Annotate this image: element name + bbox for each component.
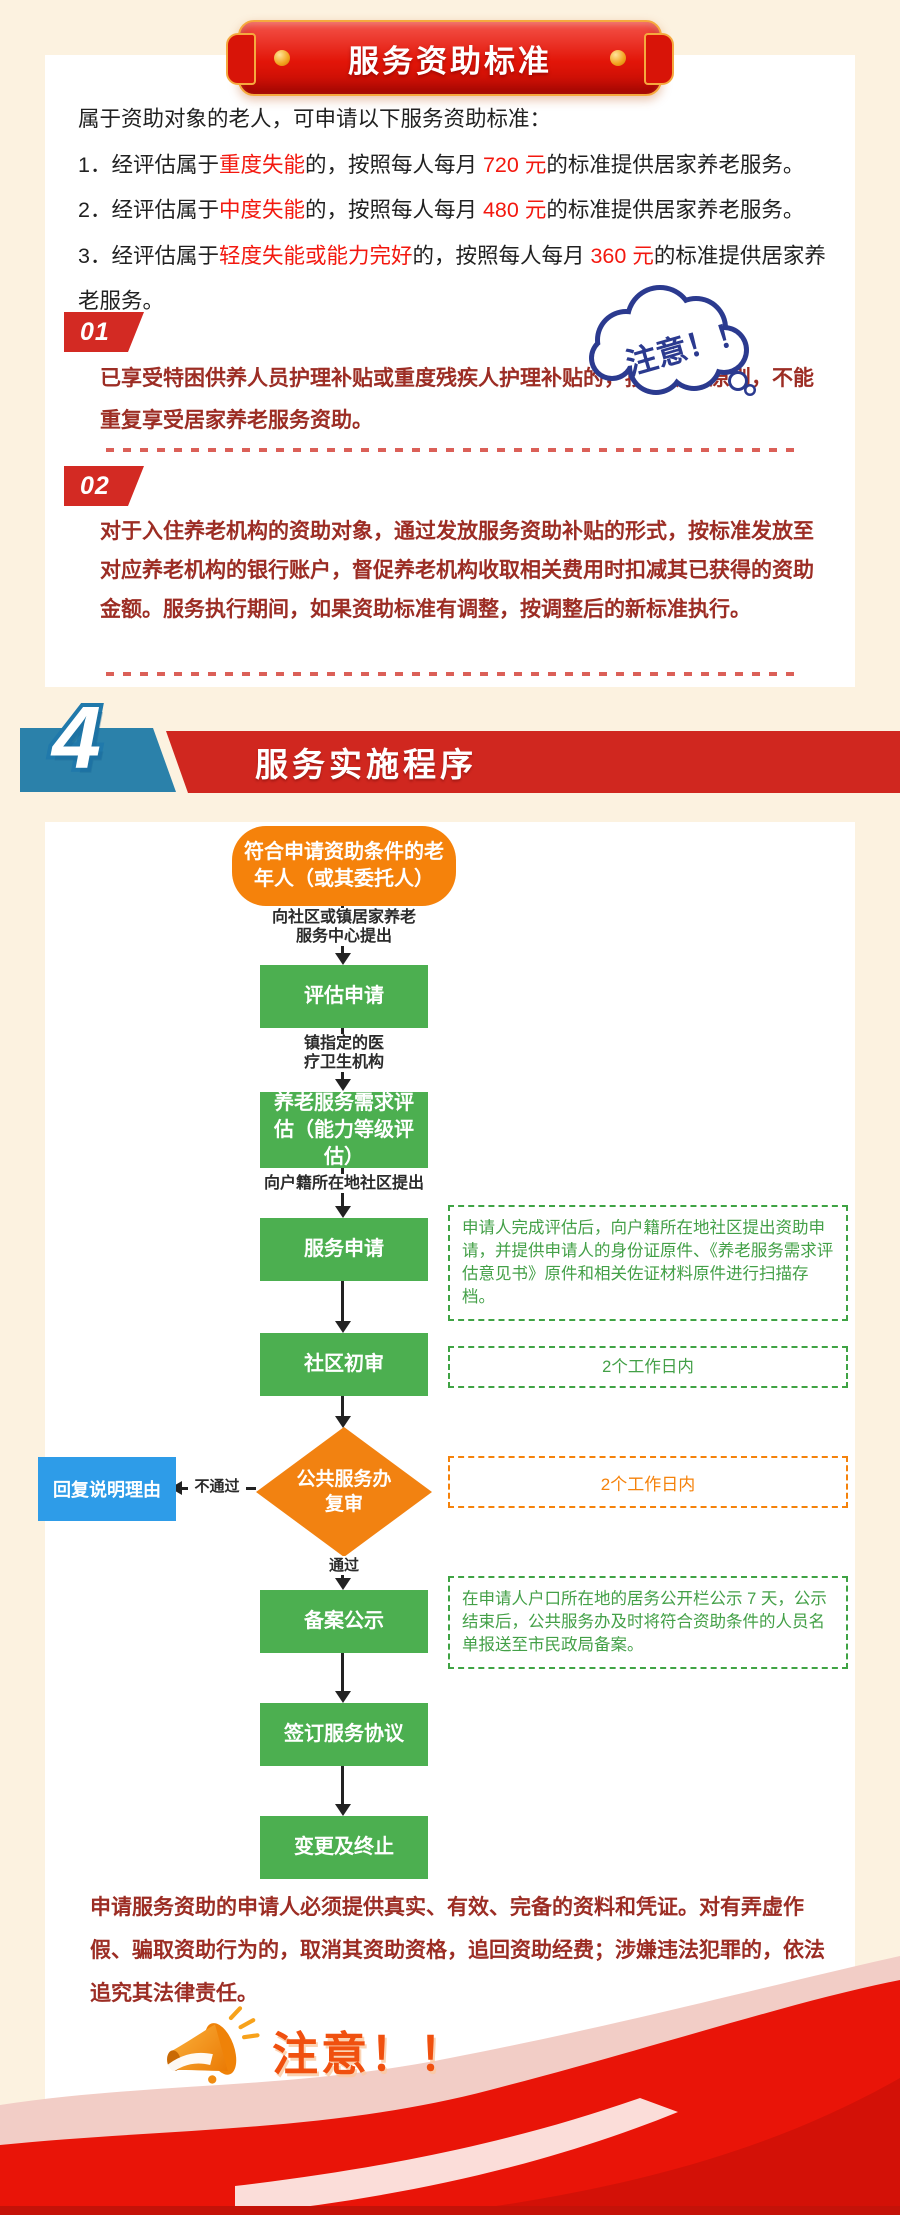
item-lead: 1．经评估属于 [78,152,219,177]
attention-cloud-icon: 注意！！ [589,285,756,396]
section-title-band: 服务实施程序 [166,731,900,793]
flow-edge-label-2: 镇指定的医疗卫生机构 [298,1034,390,1072]
flow-edge-label-pass: 通过 [322,1556,366,1575]
subsidy-standards-text: 属于资助对象的老人，可申请以下服务资助标准： 1．经评估属于重度失能的，按照每人… [78,97,826,325]
flow-start-node: 符合申请资助条件的老年人（或其委托人） [232,826,456,906]
item-lead: 2．经评估属于 [78,198,219,222]
subsidy-item-1: 1．经评估属于重度失能的，按照每人每月 720 元的标准提供居家养老服务。 [78,143,826,189]
arrow-down-icon [335,1079,351,1091]
intro-text: 属于资助对象的老人，可申请以下服务资助标准： [78,107,552,131]
section-title: 服务实施程序 [255,746,477,783]
section-number-band [20,728,176,792]
note-02-text: 对于入住养老机构的资助对象，通过发放服务资助补贴的形式，按标准发放至对应养老机构… [100,520,814,621]
badge-number: 01 [80,317,110,346]
arrow-down-icon [335,1416,351,1428]
flow-step-community-review: 社区初审 [260,1333,428,1396]
item-mid: 的，按照每人每月 [304,152,483,177]
flow-note-publicity: 在申请人户口所在地的居务公开栏公示 7 天，公示结束后，公共服务办及时将符合资助… [448,1576,848,1669]
item-tail: 的标准提供居家养老服务。 [78,243,826,314]
flow-reject-reply-node: 回复说明理由 [38,1457,176,1521]
flow-step-change-terminate: 变更及终止 [260,1816,428,1879]
item-lead: 3．经评估属于 [78,243,219,268]
subsidy-item-3: 3．经评估属于轻度失能或能力完好的，按照每人每月 360 元的标准提供居家养老服… [78,234,826,325]
item-highlight: 轻度失能或能力完好 [218,243,413,268]
flow-edge-label-1: 向社区或镇居家养老服务中心提出 [269,908,419,946]
flow-edge-label-fail: 不通过 [188,1477,246,1496]
flow-step-record-publicity: 备案公示 [260,1590,428,1653]
megaphone-icon [164,2006,260,2084]
section-number: 4 [48,684,105,791]
note-badge-01: 01 [64,312,144,352]
flow-connector [341,1396,344,1418]
item-amount: 720 元 [482,152,547,177]
flow-connector [341,1653,344,1693]
arrow-down-icon [335,1804,351,1816]
intro-line: 属于资助对象的老人，可申请以下服务资助标准： [78,97,826,143]
flow-connector [341,1766,344,1806]
dashed-divider [106,448,796,452]
footer-warning-text: 申请服务资助的申请人必须提供真实、有效、完备的资料和凭证。对有弄虚作假、骗取资助… [90,1896,825,2005]
banner-gold-dot-left [274,50,290,66]
flow-note-decision: 2个工作日内 [448,1456,848,1508]
flow-note-community-review: 2个工作日内 [448,1346,848,1388]
dashed-divider [106,672,796,676]
flow-edge-label-3: 向户籍所在地社区提出 [254,1174,434,1193]
item-highlight: 重度失能 [218,152,305,177]
title-banner: 服务资助标准 [226,20,674,96]
flow-step-assessment-apply: 评估申请 [260,965,428,1028]
item-amount: 360 元 [590,243,654,268]
flowchart-panel [45,822,855,2215]
arrow-down-icon [335,1206,351,1218]
arrow-down-icon [335,1321,351,1333]
footer-attention-text: 注意！！ [272,2028,468,2080]
item-highlight: 中度失能 [218,198,305,222]
bottom-ribbon-decoration [0,1956,900,2215]
item-tail: 的标准提供居家养老服务。 [546,198,805,222]
flow-step-sign-agreement: 签订服务协议 [260,1703,428,1766]
badge-number: 02 [80,471,110,500]
flow-step-needs-assessment: 养老服务需求评估（能力等级评估） [260,1092,428,1168]
item-tail: 的标准提供居家养老服务。 [546,152,805,177]
arrow-down-icon [335,953,351,965]
flow-step-service-apply: 服务申请 [260,1218,428,1281]
page-title: 服务资助标准 [348,43,552,79]
subsidy-item-2: 2．经评估属于中度失能的，按照每人每月 480 元的标准提供居家养老服务。 [78,188,826,234]
arrow-down-icon [335,1691,351,1703]
banner-gold-dot-right [610,50,626,66]
item-amount: 480 元 [482,198,547,222]
item-mid: 的，按照每人每月 [304,198,483,222]
flow-connector [341,1281,344,1323]
arrow-down-icon [335,1578,351,1590]
flow-note-service-apply: 申请人完成评估后，向户籍所在地社区提出资助申请，并提供申请人的身份证原件、《养老… [448,1205,848,1321]
item-mid: 的，按照每人每月 [412,243,591,268]
